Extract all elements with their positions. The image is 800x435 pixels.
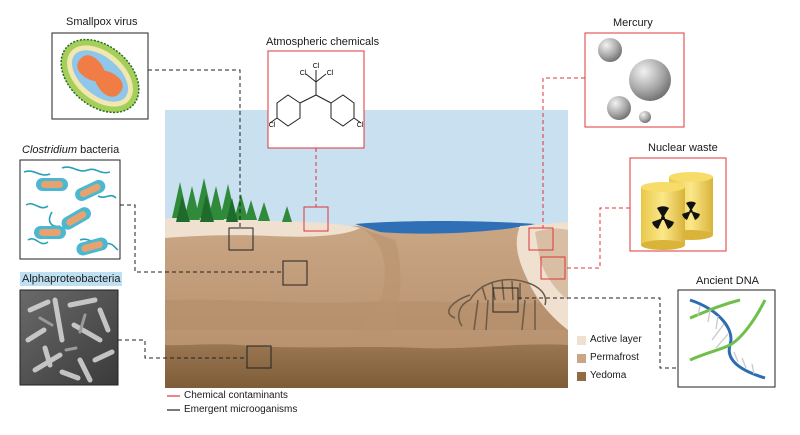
nuclear-panel xyxy=(629,157,727,252)
legend-emergent-microorganisms: Emergent microoganisms xyxy=(184,404,298,415)
forest xyxy=(172,178,292,222)
ancient-dna-label: Ancient DNA xyxy=(696,275,759,287)
clostridium-label: Clostridium bacteria xyxy=(22,144,119,156)
active-layer-left xyxy=(165,218,360,238)
legend-chemical-contaminants: Chemical contaminants xyxy=(184,390,288,401)
cl-atom: Cl xyxy=(300,70,307,77)
radiation-icon xyxy=(652,201,700,229)
layer-legend-swatches xyxy=(577,336,586,381)
legend-active-layer: Active layer xyxy=(590,334,642,345)
dna-panel xyxy=(677,289,776,388)
alpha-panel xyxy=(19,289,119,386)
cl-atom: Cl xyxy=(269,122,276,129)
mercury-panel xyxy=(584,32,685,128)
sem-rods xyxy=(25,297,115,383)
ddt-panel: Cl Cl Cl Cl Cl xyxy=(267,50,365,149)
clostridium-italic: Clostridium xyxy=(22,144,78,156)
smallpox-panel xyxy=(51,32,149,120)
atmospheric-chemicals-label: Atmospheric chemicals xyxy=(266,36,380,48)
cl-atom: Cl xyxy=(357,122,364,129)
cl-atom: Cl xyxy=(327,70,334,77)
mercury-label: Mercury xyxy=(613,17,653,29)
virus-illustration xyxy=(60,38,140,114)
smallpox-virus-label: Smallpox virus xyxy=(66,16,138,28)
cl-atom: Cl xyxy=(313,63,320,70)
legend-yedoma: Yedoma xyxy=(590,370,627,381)
mammoth-skeleton xyxy=(448,279,547,331)
landscape xyxy=(165,110,568,388)
legend-permafrost: Permafrost xyxy=(590,352,639,363)
dna-helix xyxy=(689,298,767,380)
alphaproteobacteria-label: Alphaproteobacteria xyxy=(20,272,123,286)
lake xyxy=(355,221,535,234)
sample-markers xyxy=(228,206,566,369)
clostridium-suffix: bacteria xyxy=(77,144,120,156)
clostridium-panel xyxy=(19,159,121,260)
microbe-connectors xyxy=(118,69,678,369)
line-legend-marks xyxy=(167,395,180,411)
bacteria-cells xyxy=(34,178,108,256)
chemical-connectors xyxy=(315,77,630,269)
nuclear-waste-label: Nuclear waste xyxy=(648,142,718,154)
